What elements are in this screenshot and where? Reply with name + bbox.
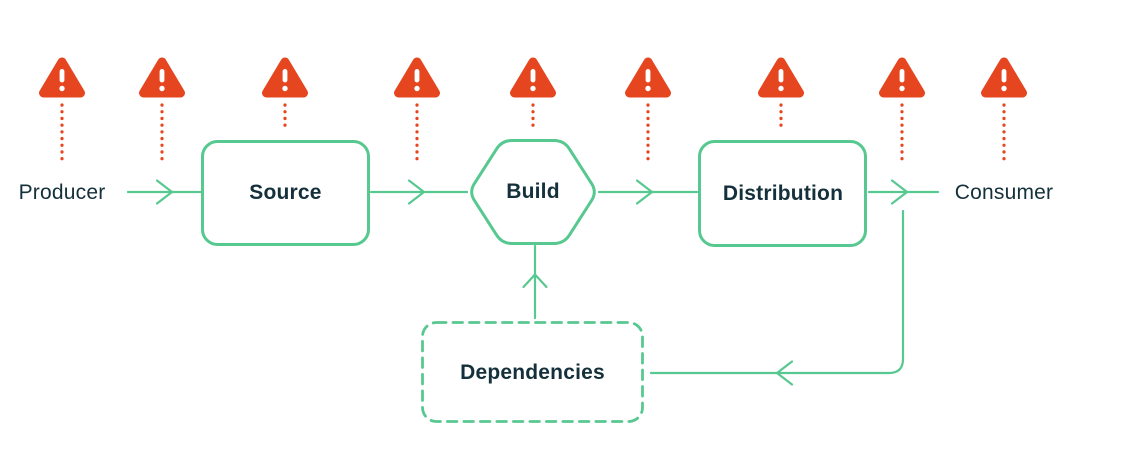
warning-triangle-icon xyxy=(136,53,188,165)
edge-feedback-to-dependencies xyxy=(649,209,905,386)
node-dependencies-label: Dependencies xyxy=(460,360,605,384)
distribution-box xyxy=(698,140,867,247)
warning-triangle-icon xyxy=(391,53,443,165)
node-source-label: Source xyxy=(249,181,322,204)
node-producer-label: Producer xyxy=(18,181,106,204)
edge-distribution-consumer xyxy=(867,179,940,205)
node-consumer-label: Consumer xyxy=(954,181,1054,204)
edge-dependencies-build xyxy=(522,244,548,320)
dependencies-box xyxy=(421,321,644,423)
source-box xyxy=(201,140,370,246)
edge-source-build xyxy=(369,179,469,205)
warning-triangle-icon xyxy=(876,53,928,165)
edge-producer-source xyxy=(126,179,203,205)
build-hexagon xyxy=(470,139,596,245)
warning-triangle-icon xyxy=(36,53,88,165)
edge-build-distribution xyxy=(597,179,699,205)
node-distribution-label: Distribution xyxy=(722,181,844,205)
node-build-label: Build xyxy=(506,179,560,203)
warning-triangle-icon xyxy=(622,53,674,165)
warning-triangle-icon xyxy=(978,53,1030,165)
